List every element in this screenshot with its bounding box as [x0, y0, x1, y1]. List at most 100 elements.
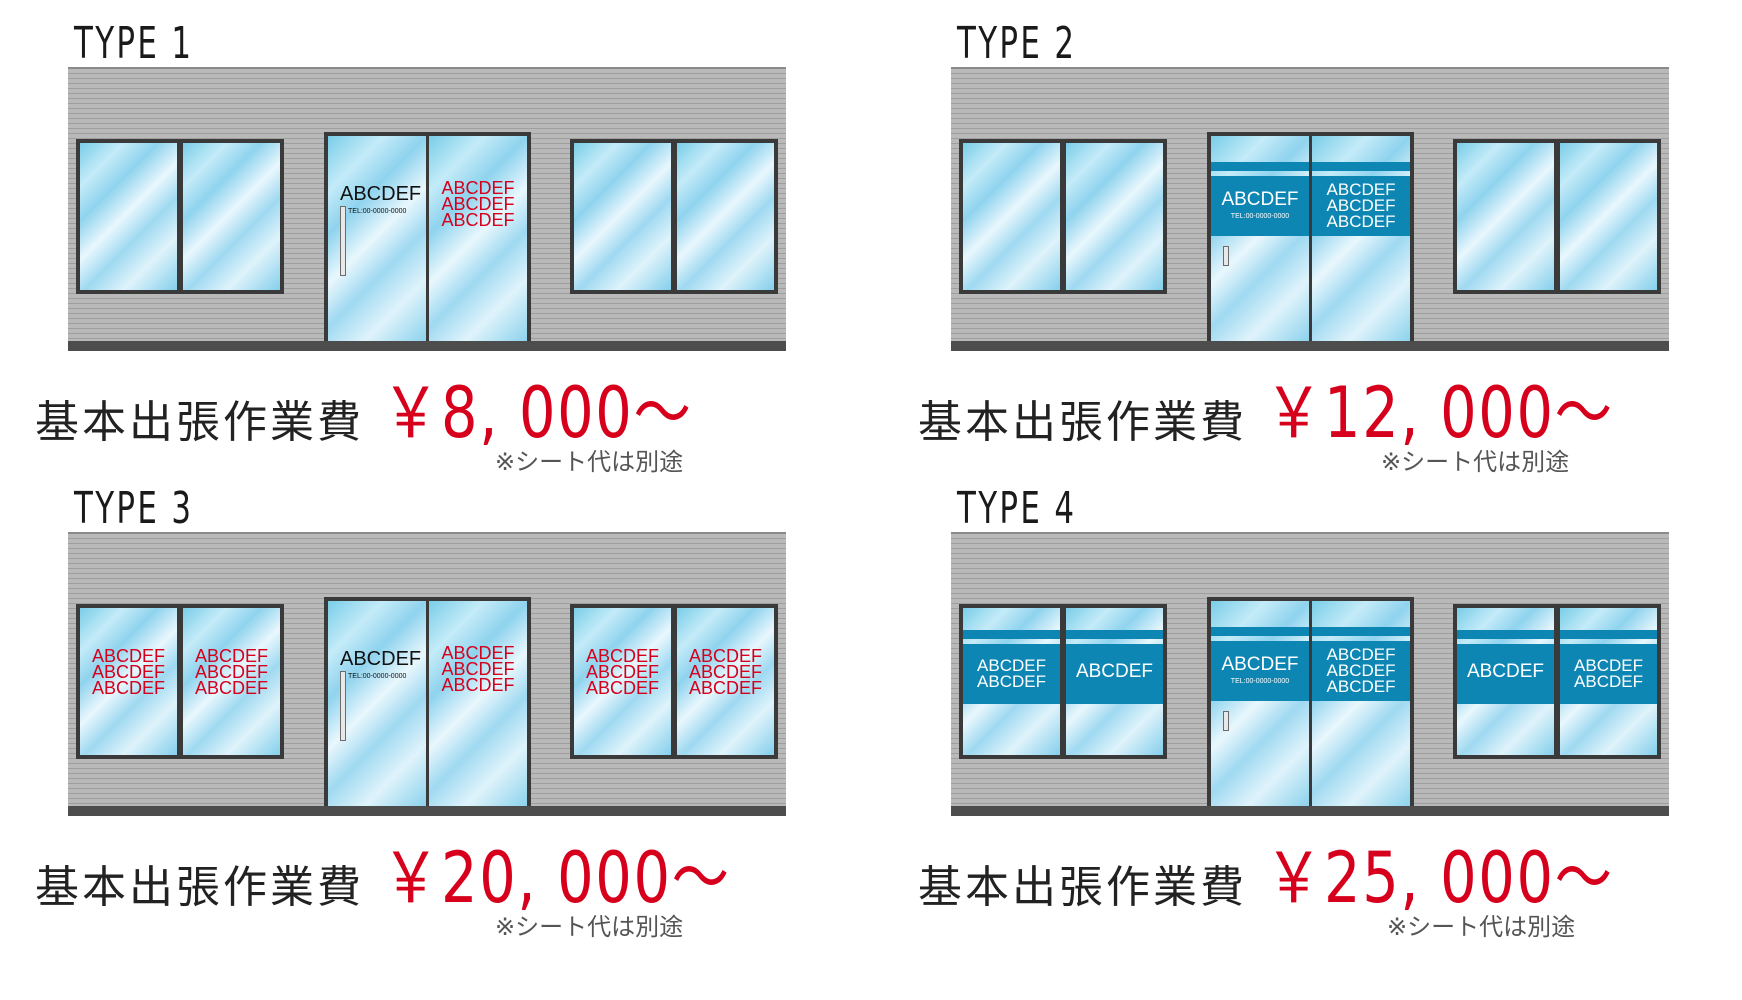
red-sign-line: ABCDEF	[194, 678, 268, 698]
entrance-door: ABCDEF TEL:00-0000-0000 ABCDEF ABCDEF AB…	[1207, 132, 1414, 351]
fee-amount: ￥25, 000～	[1265, 837, 1614, 919]
white-sign-line: ABCDEF	[1326, 645, 1396, 664]
left-window	[76, 139, 284, 294]
left-window	[959, 139, 1167, 294]
window-pane	[1457, 143, 1554, 290]
blue-band: ABCDEF ABCDEF ABCDEF	[1312, 176, 1410, 236]
price-row: 基本出張作業費￥20, 000～	[35, 822, 807, 923]
red-sign-line: ABCDEF	[441, 643, 515, 663]
white-sign-line: ABCDEF	[1326, 180, 1396, 199]
red-sign-line: ABCDEF	[91, 662, 165, 682]
type-3-panel: TYPE 3 ABCDEF ABCDEF ABCDEF ABCDEF ABCDE…	[35, 483, 868, 947]
red-sign-line: ABCDEF	[91, 678, 165, 698]
fee-amount: ￥12, 000～	[1265, 372, 1614, 454]
window-pane: ABCDEF ABCDEF ABCDEF	[80, 608, 177, 755]
fee-amount: ￥8, 000～	[382, 372, 693, 454]
door-pane-right: ABCDEF ABCDEF ABCDEF	[429, 601, 527, 812]
sheet-cost-note: ※シート代は別途	[495, 913, 684, 941]
type-title: TYPE 4	[957, 483, 1077, 534]
sheet-cost-note: ※シート代は別途	[495, 448, 684, 476]
window-pane: ABCDEF ABCDEF	[1560, 608, 1657, 755]
red-sign-line: ABCDEF	[441, 210, 515, 230]
blue-stripe	[1560, 630, 1657, 639]
door-pane-left: ABCDEF TEL:00-0000-0000	[1211, 136, 1309, 347]
window-pane	[80, 143, 177, 290]
shop-logo: ABCDEF	[1466, 661, 1545, 682]
window-pane: ABCDEF	[1457, 608, 1554, 755]
type-4-panel: TYPE 4 ABCDEF ABCDEF ABCDEF ABCDEF	[918, 483, 1742, 947]
door-pane-left: ABCDEF TEL:00-0000-0000	[328, 136, 426, 347]
price-row: 基本出張作業費 ￥12, 000～	[918, 357, 1690, 458]
white-sign-line: ABCDEF	[1326, 212, 1396, 231]
shop-logo: ABCDEF	[340, 183, 422, 205]
window-pane	[1560, 143, 1657, 290]
price-row: 基本出張作業費 ￥25, 000～	[918, 822, 1690, 923]
door-handle	[1223, 711, 1229, 731]
window-pane	[1066, 143, 1163, 290]
blue-band: ABCDEF ABCDEF	[963, 644, 1060, 704]
red-sign-line: ABCDEF	[688, 646, 762, 666]
door-pane-right: ABCDEF ABCDEF ABCDEF	[1312, 601, 1410, 812]
right-window	[570, 139, 778, 294]
door-pane-left: ABCDEF TEL:00-0000-0000	[328, 601, 426, 812]
entrance-door: ABCDEF TEL:00-0000-0000 ABCDEF ABCDEF AB…	[1207, 597, 1414, 816]
shop-logo: ABCDEF	[1221, 654, 1299, 675]
red-sign-line: ABCDEF	[194, 646, 268, 666]
window-pane: ABCDEF ABCDEF ABCDEF	[677, 608, 774, 755]
right-window: ABCDEF ABCDEF ABCDEF	[1453, 604, 1661, 759]
white-sign-line: ABCDEF	[1326, 661, 1396, 680]
white-sign-line: ABCDEF	[1326, 196, 1396, 215]
door-handle	[340, 206, 346, 276]
blue-band: ABCDEF ABCDEF	[1560, 644, 1657, 704]
fee-label: 基本出張作業費	[35, 397, 364, 448]
red-sign-line: ABCDEF	[688, 662, 762, 682]
shop-tel: TEL:00-0000-0000	[348, 208, 407, 215]
type-title: TYPE 3	[74, 483, 194, 534]
shop-tel: TEL:00-0000-0000	[348, 673, 407, 680]
window-pane: ABCDEF ABCDEF	[963, 608, 1060, 755]
door-pane-right: ABCDEF ABCDEF ABCDEF	[429, 136, 527, 347]
red-sign-line: ABCDEF	[688, 678, 762, 698]
red-sign-line: ABCDEF	[441, 675, 515, 695]
red-sign-line: ABCDEF	[441, 194, 515, 214]
blue-stripe	[1066, 630, 1163, 639]
left-window: ABCDEF ABCDEF ABCDEF	[959, 604, 1167, 759]
ground-strip	[951, 806, 1669, 816]
blue-band: ABCDEF	[1457, 644, 1554, 704]
storefront-illustration: ABCDEF TEL:00-0000-0000 ABCDEF ABCDEF AB…	[68, 67, 786, 351]
fee-label: 基本出張作業費	[918, 862, 1247, 913]
white-sign-line: ABCDEF	[1574, 656, 1643, 675]
shop-logo: ABCDEF	[1075, 661, 1154, 682]
white-sign-line: ABCDEF	[1326, 677, 1396, 696]
blue-band: ABCDEF TEL:00-0000-0000	[1211, 176, 1309, 236]
type-2-panel: TYPE 2 ABCDEF TEL:00-0000-0000 ABCDEF AB…	[918, 18, 1742, 482]
fee-label: 基本出張作業費	[918, 397, 1247, 448]
door-handle	[1223, 246, 1229, 266]
type-title: TYPE 1	[74, 18, 194, 69]
window-pane: ABCDEF	[1066, 608, 1163, 755]
white-sign-line: ABCDEF	[1574, 672, 1643, 691]
window-pane: ABCDEF ABCDEF ABCDEF	[574, 608, 671, 755]
blue-stripe	[1211, 162, 1309, 171]
red-sign-line: ABCDEF	[194, 662, 268, 682]
door-pane-left: ABCDEF TEL:00-0000-0000	[1211, 601, 1309, 812]
white-sign-line: ABCDEF	[977, 672, 1046, 691]
red-sign-line: ABCDEF	[441, 659, 515, 679]
entrance-door: ABCDEF TEL:00-0000-0000 ABCDEF ABCDEF AB…	[324, 132, 531, 351]
blue-band: ABCDEF ABCDEF ABCDEF	[1312, 641, 1410, 701]
ground-strip	[951, 341, 1669, 351]
fee-amount: ￥20, 000～	[382, 837, 731, 919]
shop-logo: ABCDEF	[1221, 189, 1299, 210]
door-pane-right: ABCDEF ABCDEF ABCDEF	[1312, 136, 1410, 347]
storefront-illustration: ABCDEF ABCDEF ABCDEF ABCDEF ABCDEF ABCDE…	[68, 532, 786, 816]
storefront-illustration: ABCDEF TEL:00-0000-0000 ABCDEF ABCDEF AB…	[951, 67, 1669, 351]
right-window	[1453, 139, 1661, 294]
price-row: 基本出張作業費 ￥8, 000～	[35, 357, 761, 458]
window-pane: ABCDEF ABCDEF ABCDEF	[183, 608, 280, 755]
red-sign-line: ABCDEF	[441, 178, 515, 198]
left-window: ABCDEF ABCDEF ABCDEF ABCDEF ABCDEF ABCDE…	[76, 604, 284, 759]
white-sign-line: ABCDEF	[977, 656, 1046, 675]
type-title: TYPE 2	[957, 18, 1077, 69]
blue-stripe	[1312, 627, 1410, 636]
window-pane	[677, 143, 774, 290]
